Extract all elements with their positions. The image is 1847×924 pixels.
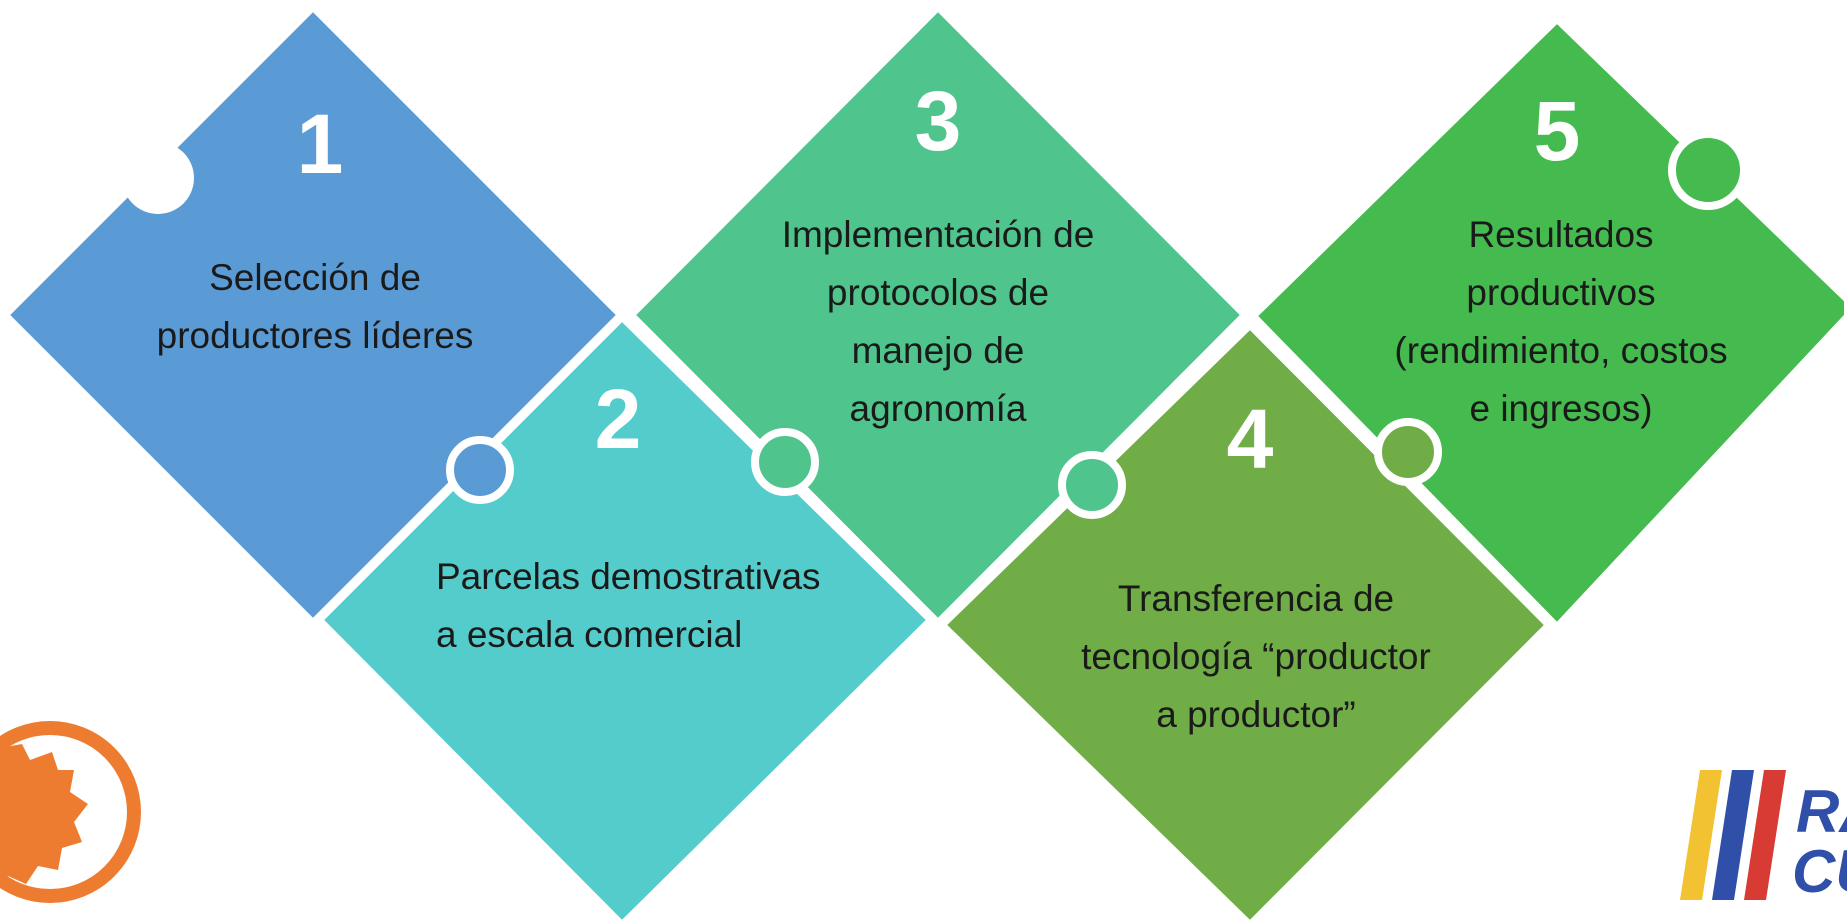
step-5-label: Resultados productivos (rendimiento, cos… — [1356, 206, 1766, 438]
step-5-line-3: (rendimiento, costos — [1394, 330, 1728, 371]
step-2-number: 2 — [595, 372, 642, 466]
step-1-number: 1 — [297, 97, 344, 191]
knob-5-tab-top — [1668, 130, 1748, 210]
step-1-line-1: Selección de — [209, 257, 421, 298]
step-3-line-2: protocolos de — [826, 272, 1050, 313]
step-1-label: Selección de productores líderes — [120, 249, 510, 365]
step-2-line-2: a escala comercial — [436, 614, 743, 655]
step-5-line-2: productivos — [1466, 272, 1656, 313]
gear-logo-icon — [0, 721, 141, 903]
step-2-label: Parcelas demostrativas a escala comercia… — [436, 548, 906, 664]
step-4-line-3: a productor” — [1156, 694, 1356, 735]
step-1-line-2: productores líderes — [156, 315, 474, 356]
right-logo-icon: RA CU — [1680, 770, 1847, 905]
knob-5-tab-bottom — [1374, 418, 1442, 486]
step-3-number: 3 — [915, 74, 962, 168]
right-logo-text-line-1: RA — [1796, 778, 1847, 845]
step-4-line-2: tecnología “productor — [1081, 636, 1431, 677]
gear-logo-ring — [0, 721, 141, 903]
puzzle-knobs — [122, 130, 1748, 519]
gear-logo-cog — [0, 744, 88, 884]
knob-1-tab — [446, 436, 514, 504]
step-5-number: 5 — [1534, 84, 1581, 178]
step-3-line-1: Implementación de — [781, 214, 1095, 255]
knob-4-tab — [1058, 451, 1126, 519]
step-3-line-4: agronomía — [849, 388, 1027, 429]
step-5-line-4: e ingresos) — [1469, 388, 1653, 429]
step-4-line-1: Transferencia de — [1117, 578, 1395, 619]
step-5-line-1: Resultados — [1468, 214, 1654, 255]
step-4-number: 4 — [1227, 392, 1274, 486]
step-2-line-1: Parcelas demostrativas — [436, 556, 821, 597]
knob-3-tab — [751, 428, 819, 496]
step-3-label: Implementación de protocolos de manejo d… — [748, 206, 1128, 438]
step-4-label: Transferencia de tecnología “productor a… — [1046, 570, 1466, 744]
step-3-line-3: manejo de — [851, 330, 1025, 371]
knob-1-cutout — [122, 142, 194, 214]
right-logo-text-line-2: CU — [1792, 838, 1847, 905]
